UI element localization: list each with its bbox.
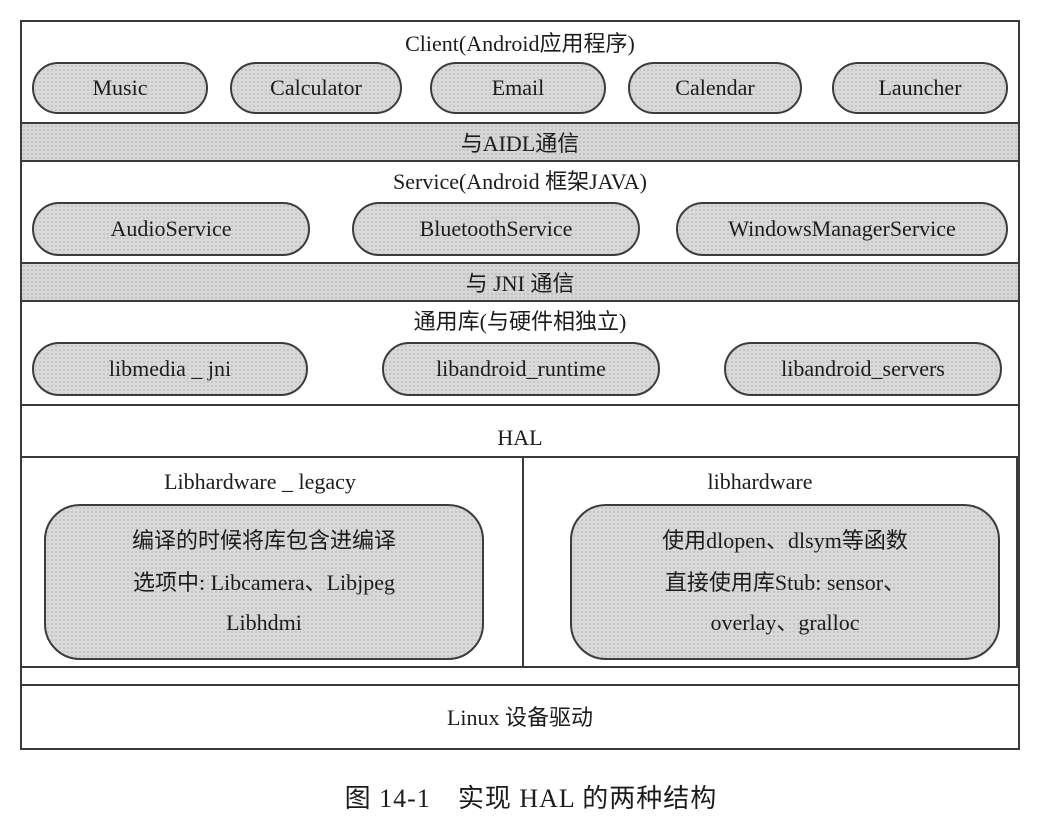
- legacy-line-2: 选项中: Libcamera、Libjpeg: [132, 570, 396, 595]
- divider: [20, 122, 1020, 124]
- divider: [20, 404, 1020, 406]
- app-calculator: Calculator: [230, 62, 402, 114]
- lib-media-jni: libmedia _ jni: [32, 342, 308, 396]
- libhardware-line-3: overlay、gralloc: [710, 610, 860, 635]
- lib-android-runtime: libandroid_runtime: [382, 342, 660, 396]
- divider: [20, 300, 1020, 302]
- libhardware-description-box: 使用dlopen、dlsym等函数 直接使用库Stub: sensor、 ove…: [570, 504, 1000, 660]
- aidl-communication-band: 与AIDL通信: [22, 124, 1018, 160]
- libhardware-line-1: 使用dlopen、dlsym等函数: [662, 528, 908, 553]
- figure-caption: 图 14-1 实现 HAL 的两种结构: [344, 784, 718, 813]
- linux-driver-layer: Linux 设备驱动: [446, 705, 594, 730]
- jni-communication-band: 与 JNI 通信: [22, 264, 1018, 300]
- legacy-line-1: 编译的时候将库包含进编译: [131, 528, 396, 553]
- legacy-description-box: 编译的时候将库包含进编译 选项中: Libcamera、Libjpeg Libh…: [44, 504, 484, 660]
- architecture-frame: [20, 20, 1020, 750]
- legacy-title: Libhardware _ legacy: [164, 469, 356, 494]
- common-library-title: 通用库(与硬件相独立): [413, 309, 627, 334]
- libhardware-panel: [522, 456, 1018, 668]
- app-calendar: Calendar: [628, 62, 802, 114]
- hal-title: HAL: [497, 425, 543, 450]
- divider: [20, 160, 1020, 162]
- client-layer-title: Client(Android应用程序): [405, 31, 635, 56]
- service-audio: AudioService: [32, 202, 310, 256]
- app-launcher: Launcher: [832, 62, 1008, 114]
- app-music: Music: [32, 62, 208, 114]
- lib-android-servers: libandroid_servers: [724, 342, 1002, 396]
- libhardware-title: libhardware: [707, 469, 813, 494]
- divider: [20, 262, 1020, 264]
- service-layer-title: Service(Android 框架JAVA): [393, 169, 647, 194]
- legacy-line-3: Libhdmi: [226, 610, 302, 635]
- app-email: Email: [430, 62, 606, 114]
- divider: [20, 684, 1020, 686]
- service-bluetooth: BluetoothService: [352, 202, 640, 256]
- libhardware-line-2: 直接使用库Stub: sensor、: [664, 570, 906, 595]
- service-windows-manager: WindowsManagerService: [676, 202, 1008, 256]
